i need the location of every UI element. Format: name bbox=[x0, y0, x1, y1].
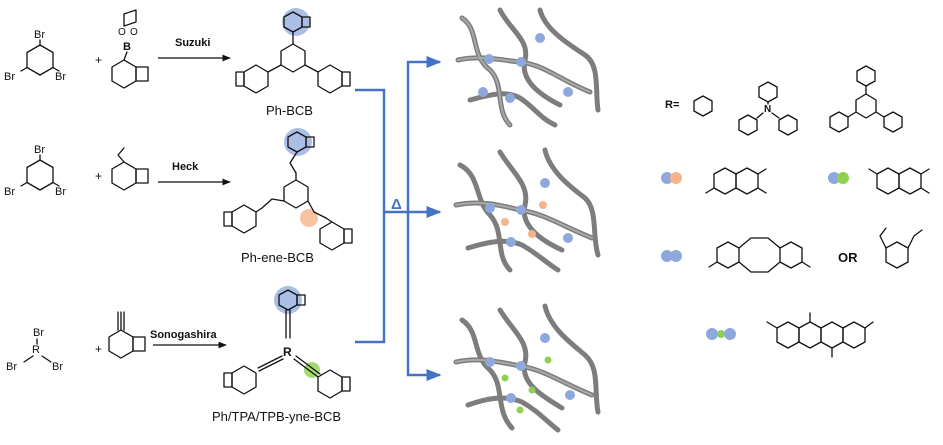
ph-ene-bcb-structure bbox=[223, 128, 353, 251]
blue-node-legend bbox=[661, 250, 673, 262]
oxygen-label: O bbox=[130, 27, 138, 38]
orange-node bbox=[501, 218, 509, 226]
or-text: OR bbox=[838, 250, 858, 265]
heat-symbol: Δ bbox=[391, 196, 402, 213]
orange-node-legend bbox=[670, 172, 682, 184]
heating-bracket: Δ bbox=[355, 56, 442, 381]
green-node-legend bbox=[717, 330, 725, 338]
br-label: Br bbox=[55, 186, 66, 198]
blue-node-legend bbox=[661, 172, 673, 184]
green-node-legend bbox=[837, 172, 849, 184]
tribromo-r-core: Br R Br Br bbox=[6, 327, 63, 373]
blue-node bbox=[540, 333, 550, 343]
vinyl-bcb bbox=[111, 147, 149, 191]
plus-sign: + bbox=[95, 342, 102, 356]
blue-node bbox=[506, 393, 516, 403]
orange-node bbox=[539, 201, 547, 209]
boron-label: B bbox=[123, 41, 131, 53]
heating-arrow bbox=[406, 56, 442, 212]
blue-node bbox=[478, 87, 488, 97]
product-label-ph-ene-bcb: Ph-ene-BCB bbox=[241, 250, 314, 265]
blue-node bbox=[505, 93, 515, 103]
br-label: Br bbox=[52, 361, 63, 373]
r-core-label: R bbox=[283, 345, 292, 359]
product-label-ph-bcb: Ph-BCB bbox=[266, 103, 313, 118]
r-core-label: R bbox=[32, 344, 40, 356]
br-label: Br bbox=[34, 144, 45, 156]
nitrogen-label: N bbox=[764, 104, 771, 115]
green-node-marker bbox=[304, 362, 320, 378]
r-equals-label: R= bbox=[665, 99, 679, 111]
ethynyl-bcb bbox=[108, 311, 146, 359]
triphenylamine-structure: N bbox=[738, 81, 798, 136]
cyclooctadiene-structure bbox=[708, 237, 811, 273]
sonogashira-row: Br R Br Br + Sonogashira R bbox=[6, 286, 351, 424]
blue-node bbox=[516, 57, 526, 67]
orange-node-marker bbox=[300, 209, 318, 227]
orange-node bbox=[528, 230, 536, 238]
br-label: Br bbox=[34, 29, 45, 41]
ph-bcb-structure bbox=[235, 8, 351, 94]
heck-label: Heck bbox=[172, 161, 199, 173]
triphenylbenzene-structure bbox=[829, 65, 903, 133]
green-node bbox=[544, 356, 552, 364]
blue-node bbox=[506, 237, 516, 247]
tribromobenzene-2: Br Br Br bbox=[4, 144, 66, 198]
blue-node-legend bbox=[828, 172, 840, 184]
blue-node-legend bbox=[706, 328, 718, 340]
yne-bcb-structure: R bbox=[223, 286, 351, 399]
blue-node bbox=[485, 203, 495, 213]
blue-node-legend bbox=[724, 328, 736, 340]
heck-row: Br Br Br + Heck Ph-e bbox=[4, 128, 353, 265]
green-node bbox=[528, 386, 536, 394]
tetrahydronaphthalene-structure bbox=[705, 167, 767, 195]
suzuki-row: Br Br Br + O O B Suzuki bbox=[4, 8, 351, 118]
br-label: Br bbox=[6, 361, 17, 373]
bcb-boronate: O O B bbox=[111, 9, 149, 89]
blue-node bbox=[485, 357, 495, 367]
dihydronaphthalene-structure bbox=[868, 167, 930, 195]
br-label: Br bbox=[4, 71, 15, 83]
blue-node-legend bbox=[670, 250, 682, 262]
blue-node bbox=[563, 87, 573, 97]
blue-node bbox=[516, 205, 526, 215]
legend-panel: R= N bbox=[661, 65, 930, 358]
blue-node bbox=[540, 178, 550, 188]
blue-node bbox=[563, 233, 573, 243]
green-node bbox=[501, 374, 509, 382]
diethylbenzene-structure bbox=[879, 227, 923, 269]
sonogashira-label: Sonogashira bbox=[150, 329, 218, 341]
plus-sign: + bbox=[95, 53, 102, 67]
benzene-structure bbox=[693, 95, 713, 117]
blue-node bbox=[565, 390, 575, 400]
blue-node-marker bbox=[282, 8, 310, 36]
product-label-yne-bcb: Ph/TPA/TPB-yne-BCB bbox=[212, 409, 341, 424]
network-1 bbox=[455, 7, 601, 128]
plus-sign: + bbox=[95, 169, 102, 183]
tetracyclic-structure bbox=[766, 312, 874, 358]
tribromobenzene-1: Br Br Br bbox=[4, 29, 66, 83]
blue-node-marker bbox=[274, 286, 302, 314]
br-label: Br bbox=[4, 186, 15, 198]
br-label: Br bbox=[55, 71, 66, 83]
network-3 bbox=[453, 303, 601, 433]
oxygen-label: O bbox=[118, 27, 126, 38]
blue-node bbox=[535, 33, 545, 43]
blue-node bbox=[484, 54, 494, 64]
blue-node bbox=[516, 361, 526, 371]
suzuki-label: Suzuki bbox=[175, 37, 210, 49]
br-label: Br bbox=[33, 327, 44, 339]
network-2 bbox=[453, 147, 601, 273]
green-node bbox=[516, 406, 524, 414]
heating-arrow bbox=[406, 212, 442, 381]
